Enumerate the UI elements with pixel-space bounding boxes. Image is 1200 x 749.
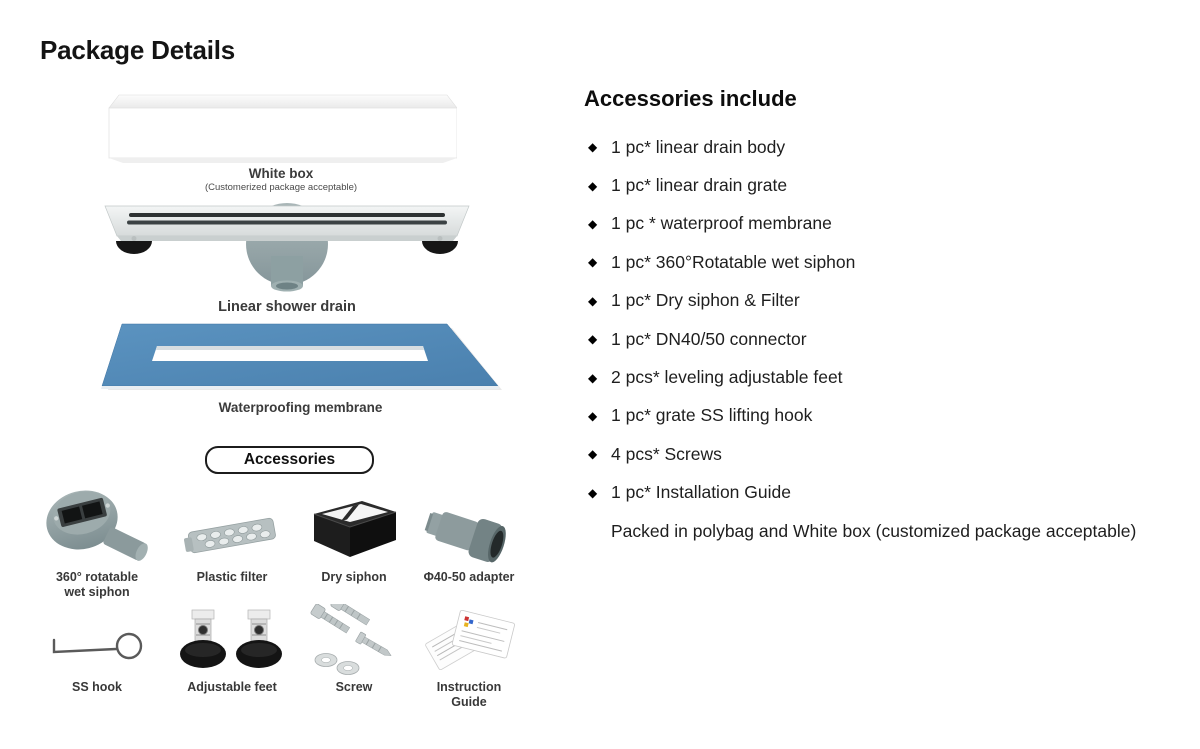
membrane-caption: Waterproofing membrane: [218, 400, 383, 415]
list-item-text: 1 pc* DN40/50 connector: [611, 328, 807, 349]
accessory-label: Instruction Guide: [436, 680, 502, 709]
accessories-pill: Accessories: [205, 446, 374, 474]
screw-icon: [310, 604, 392, 675]
list-item: ◆ 1 pc* Dry siphon & Filter: [588, 282, 1178, 320]
adapter-icon: [424, 512, 506, 563]
list-item-text: 4 pcs* Screws: [611, 443, 722, 464]
linear-drain-image: [104, 203, 470, 292]
white-box-caption: White box: [248, 166, 314, 181]
screw-icon-box: [304, 602, 404, 676]
membrane-image: [101, 323, 502, 390]
accessory-label: Adjustable feet: [187, 680, 277, 694]
list-item: ◆ 1 pc* Installation Guide: [588, 474, 1178, 512]
accessory-label: Φ40-50 adapter: [423, 570, 515, 584]
list-item: ◆ 1 pc* 360°Rotatable wet siphon: [588, 243, 1178, 281]
accessory-adjustable-feet: Adjustable feet: [164, 602, 300, 695]
diamond-bullet-icon: ◆: [588, 370, 598, 385]
diamond-bullet-icon: ◆: [588, 255, 598, 270]
accessory-label: SS hook: [71, 680, 122, 694]
diamond-bullet-icon: ◆: [588, 408, 598, 423]
diamond-bullet-icon: ◆: [588, 332, 598, 347]
adjustable-feet-icon: [180, 609, 282, 668]
diamond-bullet-icon: ◆: [588, 140, 598, 155]
adjustable-feet-icon-box: [172, 602, 292, 676]
list-item-text: 1 pc * waterproof membrane: [611, 213, 832, 234]
list-item-text: 1 pc* grate SS lifting hook: [611, 405, 813, 426]
plastic-filter-icon-box: [177, 486, 287, 566]
instruction-guide-icon-box: [422, 602, 517, 676]
membrane-figure: Waterproofing membrane: [98, 320, 503, 415]
accessory-adapter: Φ40-50 adapter: [401, 486, 537, 585]
accessory-label: 360° rotatable wet siphon: [55, 570, 139, 599]
list-item-text: 1 pc* Installation Guide: [611, 482, 791, 503]
list-item-text: 1 pc* linear drain grate: [611, 175, 788, 196]
diamond-bullet-icon: ◆: [588, 216, 598, 231]
page-title: Package Details: [40, 35, 236, 65]
list-item: ◆ 1 pc* DN40/50 connector: [588, 320, 1178, 358]
list-item-text: 1 pc* linear drain body: [611, 136, 786, 157]
list-item-text: 2 pcs* leveling adjustable feet: [611, 367, 843, 388]
linear-drain-caption: Linear shower drain: [218, 299, 356, 315]
dry-siphon-icon-box: [304, 486, 404, 566]
list-item: ◆ 1 pc * waterproof membrane: [588, 205, 1178, 243]
white-box-note: (Customerized package acceptable): [204, 182, 358, 193]
accessory-wet-siphon: 360° rotatable wet siphon: [29, 486, 165, 600]
accessory-label: Plastic filter: [196, 570, 268, 584]
accessory-screw: Screw: [286, 602, 422, 695]
diamond-bullet-icon: ◆: [588, 447, 598, 462]
list-item: ◆ 4 pcs* Screws: [588, 435, 1178, 473]
diamond-bullet-icon: ◆: [588, 293, 598, 308]
ss-hook-icon-box: [42, 602, 152, 676]
accessories-pill-label: Accessories: [243, 451, 336, 468]
wet-siphon-icon-box: [38, 486, 156, 566]
list-item-text: 1 pc* Dry siphon & Filter: [611, 290, 800, 311]
accessory-dry-siphon: Dry siphon: [286, 486, 422, 585]
list-item: ◆ 1 pc* linear drain body: [588, 128, 1178, 166]
list-item: ◆ 1 pc* linear drain grate: [588, 166, 1178, 204]
accessory-label: Dry siphon: [321, 570, 387, 584]
accessory-plastic-filter: Plastic filter: [164, 486, 300, 585]
diamond-bullet-icon: ◆: [588, 178, 598, 193]
list-item-text: 1 pc* 360°Rotatable wet siphon: [611, 251, 856, 272]
ss-hook-icon: [52, 632, 143, 660]
packing-footnote: Packed in polybag and White box (customi…: [611, 520, 1137, 541]
instruction-guide-icon: [424, 609, 515, 671]
list-item: ◆ 1 pc* grate SS lifting hook: [588, 397, 1178, 435]
adapter-icon-box: [422, 486, 517, 566]
plastic-filter-icon: [184, 517, 276, 554]
accessories-include-heading: Accessories include: [584, 86, 797, 111]
wet-siphon-icon: [46, 490, 148, 561]
white-box-image: [108, 94, 457, 163]
linear-drain-figure: Linear shower drain: [103, 198, 471, 315]
accessory-instruction-guide: Instruction Guide: [401, 602, 537, 710]
accessory-label: Screw: [335, 680, 373, 694]
diamond-bullet-icon: ◆: [588, 485, 598, 500]
list-item: ◆ 2 pcs* leveling adjustable feet: [588, 358, 1178, 396]
accessories-include-list: ◆ 1 pc* linear drain body ◆ 1 pc* linear d…: [588, 128, 1178, 512]
accessory-ss-hook: SS hook: [29, 602, 165, 695]
white-box-figure: White box (Customerized package acceptab…: [105, 93, 457, 193]
dry-siphon-icon: [313, 501, 397, 557]
